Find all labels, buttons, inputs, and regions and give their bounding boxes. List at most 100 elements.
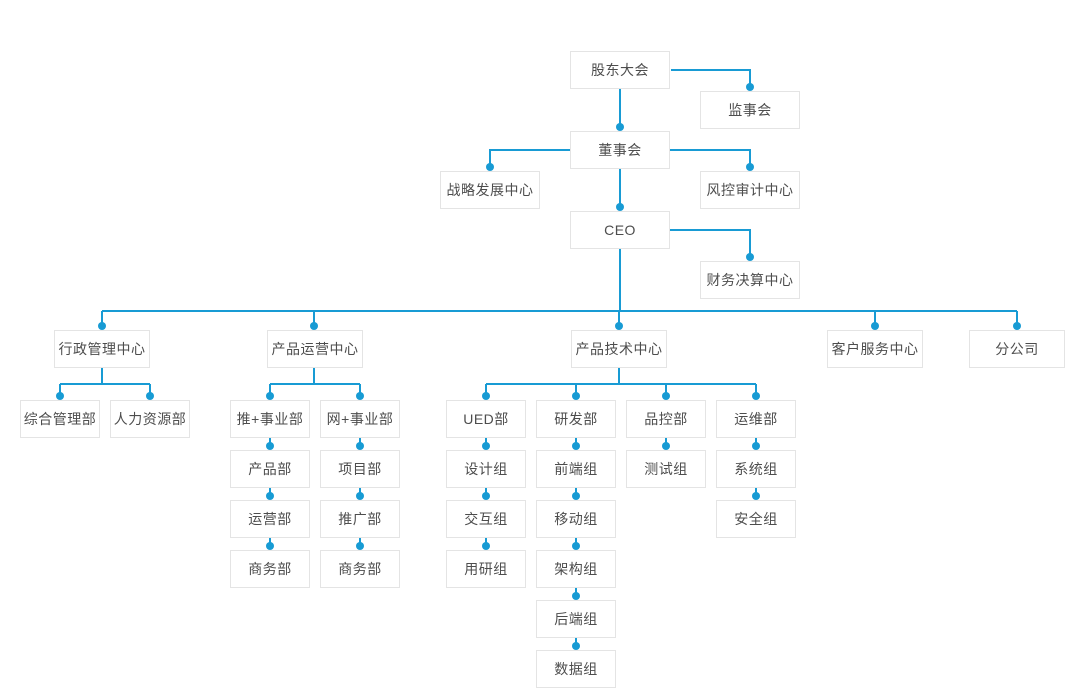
org-node-ceo[interactable]: CEO bbox=[570, 211, 670, 249]
org-node-testing-group[interactable]: 测试组 bbox=[626, 450, 706, 488]
org-node-label: 项目部 bbox=[338, 461, 382, 477]
org-node-label: 行政管理中心 bbox=[58, 341, 146, 357]
org-node-promotion-dept[interactable]: 推广部 bbox=[320, 500, 400, 538]
org-node-design-group[interactable]: 设计组 bbox=[446, 450, 526, 488]
org-node-board[interactable]: 董事会 bbox=[570, 131, 670, 169]
connector-dot bbox=[662, 442, 670, 450]
org-node-label: 后端组 bbox=[554, 611, 598, 627]
org-node-label: 推+事业部 bbox=[236, 411, 304, 427]
org-node-backend-group[interactable]: 后端组 bbox=[536, 600, 616, 638]
org-node-strategy[interactable]: 战略发展中心 bbox=[440, 171, 540, 209]
org-node-label: 推广部 bbox=[338, 511, 382, 527]
connector-dot bbox=[572, 642, 580, 650]
org-node-mobile-group[interactable]: 移动组 bbox=[536, 500, 616, 538]
connector-line bbox=[670, 149, 751, 167]
org-node-product-ops-center[interactable]: 产品运营中心 bbox=[267, 330, 363, 368]
org-node-customer-service-center[interactable]: 客户服务中心 bbox=[827, 330, 923, 368]
connector-dot bbox=[356, 442, 364, 450]
connector-dot bbox=[616, 123, 624, 131]
org-node-frontend-group[interactable]: 前端组 bbox=[536, 450, 616, 488]
connector-dot bbox=[482, 492, 490, 500]
org-node-project-dept[interactable]: 项目部 bbox=[320, 450, 400, 488]
org-node-label: 研发部 bbox=[554, 411, 598, 427]
org-node-product-tech-center[interactable]: 产品技术中心 bbox=[571, 330, 667, 368]
connector-dot bbox=[482, 442, 490, 450]
org-node-system-group[interactable]: 系统组 bbox=[716, 450, 796, 488]
org-node-hr[interactable]: 人力资源部 bbox=[110, 400, 190, 438]
connector-dot bbox=[1013, 322, 1021, 330]
connector-dot bbox=[572, 592, 580, 600]
connector-dot bbox=[98, 322, 106, 330]
org-node-shareholders[interactable]: 股东大会 bbox=[570, 51, 670, 89]
org-node-label: 运营部 bbox=[248, 511, 292, 527]
org-node-label: 监事会 bbox=[728, 102, 772, 118]
org-node-label: 移动组 bbox=[554, 511, 598, 527]
connector-line bbox=[670, 229, 751, 257]
org-node-architecture-group[interactable]: 架构组 bbox=[536, 550, 616, 588]
org-node-finance[interactable]: 财务决算中心 bbox=[700, 261, 800, 299]
connector-dot bbox=[572, 442, 580, 450]
connector-dot bbox=[266, 392, 274, 400]
org-node-label: 用研组 bbox=[464, 561, 508, 577]
connector-dot bbox=[146, 392, 154, 400]
org-node-qc-dept[interactable]: 品控部 bbox=[626, 400, 706, 438]
org-node-label: 运维部 bbox=[734, 411, 778, 427]
org-node-label: 数据组 bbox=[554, 661, 598, 677]
connector-dot bbox=[482, 542, 490, 550]
org-node-label: CEO bbox=[604, 222, 636, 238]
org-node-maintenance-dept[interactable]: 运维部 bbox=[716, 400, 796, 438]
org-node-label: 产品运营中心 bbox=[271, 341, 359, 357]
connector-dot bbox=[356, 492, 364, 500]
connector-line bbox=[671, 69, 751, 87]
org-node-supervisory[interactable]: 监事会 bbox=[700, 91, 800, 129]
org-node-data-group[interactable]: 数据组 bbox=[536, 650, 616, 688]
org-node-risk-audit[interactable]: 风控审计中心 bbox=[700, 171, 800, 209]
org-node-product-dept[interactable]: 产品部 bbox=[230, 450, 310, 488]
org-node-label: 产品技术中心 bbox=[575, 341, 663, 357]
org-node-label: 网+事业部 bbox=[326, 411, 394, 427]
org-node-ued-dept[interactable]: UED部 bbox=[446, 400, 526, 438]
org-node-label: 股东大会 bbox=[591, 62, 649, 78]
connector-dot bbox=[356, 392, 364, 400]
org-node-tui-division[interactable]: 推+事业部 bbox=[230, 400, 310, 438]
connector-dot bbox=[615, 322, 623, 330]
org-node-branch-company[interactable]: 分公司 bbox=[969, 330, 1065, 368]
org-node-label: 风控审计中心 bbox=[706, 182, 794, 198]
org-node-label: 商务部 bbox=[248, 561, 292, 577]
org-node-label: 设计组 bbox=[464, 461, 508, 477]
org-node-business-dept-wang[interactable]: 商务部 bbox=[320, 550, 400, 588]
connector-dot bbox=[752, 492, 760, 500]
org-node-general-mgmt[interactable]: 综合管理部 bbox=[20, 400, 100, 438]
connector-dot bbox=[310, 322, 318, 330]
org-node-research-group[interactable]: 用研组 bbox=[446, 550, 526, 588]
connector-dot bbox=[266, 492, 274, 500]
connector-dot bbox=[572, 392, 580, 400]
connector-dot bbox=[486, 163, 494, 171]
org-node-label: 架构组 bbox=[554, 561, 598, 577]
connector-dot bbox=[662, 392, 670, 400]
org-node-label: 测试组 bbox=[644, 461, 688, 477]
connector-dot bbox=[871, 322, 879, 330]
connector-dot bbox=[746, 83, 754, 91]
org-node-label: UED部 bbox=[463, 411, 509, 427]
org-node-label: 交互组 bbox=[464, 511, 508, 527]
org-node-label: 品控部 bbox=[644, 411, 688, 427]
connector-dot bbox=[752, 392, 760, 400]
org-node-operations-dept[interactable]: 运营部 bbox=[230, 500, 310, 538]
org-node-security-group[interactable]: 安全组 bbox=[716, 500, 796, 538]
connector-dot bbox=[572, 542, 580, 550]
connector-dot bbox=[482, 392, 490, 400]
connector-dot bbox=[356, 542, 364, 550]
connector-dot bbox=[616, 203, 624, 211]
org-node-label: 商务部 bbox=[338, 561, 382, 577]
org-node-rnd-dept[interactable]: 研发部 bbox=[536, 400, 616, 438]
org-node-label: 前端组 bbox=[554, 461, 598, 477]
connector-dot bbox=[752, 442, 760, 450]
connector-dot bbox=[746, 163, 754, 171]
org-node-wang-division[interactable]: 网+事业部 bbox=[320, 400, 400, 438]
org-node-business-dept-tui[interactable]: 商务部 bbox=[230, 550, 310, 588]
org-node-label: 安全组 bbox=[734, 511, 778, 527]
org-node-admin-center[interactable]: 行政管理中心 bbox=[54, 330, 150, 368]
org-node-interaction-group[interactable]: 交互组 bbox=[446, 500, 526, 538]
